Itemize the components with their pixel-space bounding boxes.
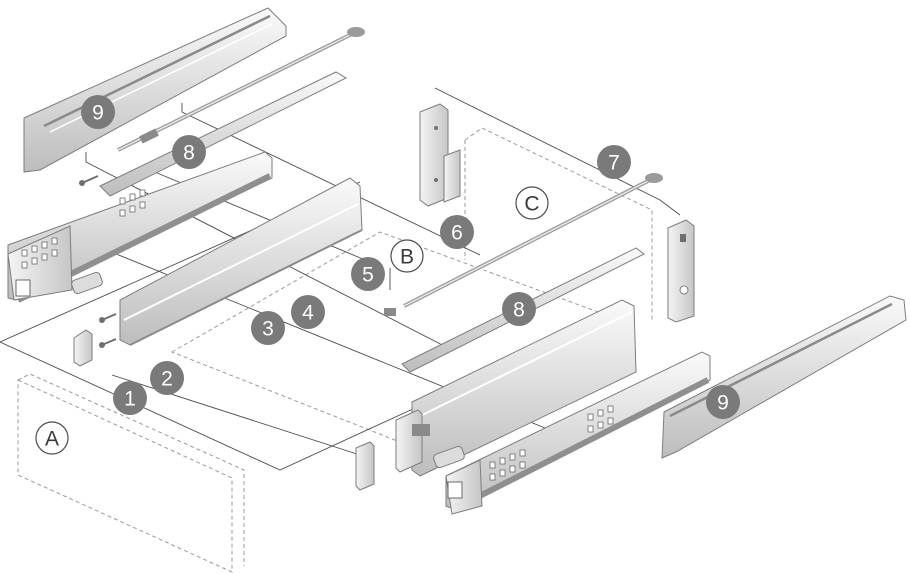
side-cover-left: [23, 7, 287, 173]
callout-8-right: 8: [502, 292, 536, 326]
gallery-rail-left: [99, 71, 348, 197]
screws-left: [79, 175, 117, 348]
callout-6-label: 6: [451, 222, 463, 245]
callout-8-right-label: 8: [513, 299, 525, 322]
clip-right: [433, 445, 465, 469]
callout-9-top: 9: [81, 95, 115, 129]
callout-8-top: 8: [172, 135, 206, 169]
runner-right-holes: [489, 405, 614, 481]
letter-c-label: C: [524, 193, 539, 216]
callout-5: 5: [351, 257, 385, 291]
drawer-side-left: [119, 177, 363, 346]
callout-7: 7: [597, 145, 631, 179]
callout-9-right-label: 9: [717, 392, 729, 415]
back-bracket-right: [667, 219, 695, 323]
front-bracket-right: [395, 409, 430, 473]
letter-callout-c: C: [515, 186, 549, 220]
callout-8-top-label: 8: [183, 142, 195, 165]
callout-4: 4: [291, 295, 325, 329]
callout-9-right: 9: [706, 385, 740, 419]
letter-callout-b: B: [390, 239, 424, 273]
callout-9-top-label: 9: [92, 102, 104, 125]
gallery-rod-right: [403, 173, 663, 308]
callout-3: 3: [251, 311, 285, 345]
runner-right: [445, 351, 711, 515]
runner-left: [7, 151, 273, 303]
letter-a-label: A: [45, 428, 59, 451]
callout-4-label: 4: [302, 302, 314, 325]
back-bracket-left: [419, 103, 461, 207]
callout-3-label: 3: [262, 318, 274, 341]
clip-part-5: [384, 308, 396, 316]
callout-5-label: 5: [362, 264, 374, 287]
small-latch-right: [355, 441, 375, 491]
letter-b-label: B: [400, 246, 414, 269]
callout-7-label: 7: [608, 152, 620, 175]
callout-1: 1: [113, 381, 147, 415]
runner-left-holes: [21, 189, 146, 269]
callout-1-label: 1: [124, 388, 136, 411]
callout-2: 2: [150, 361, 184, 395]
front-bracket-left: [73, 329, 93, 367]
clip-left: [71, 271, 103, 295]
callout-6: 6: [440, 215, 474, 249]
letter-callout-a: A: [35, 421, 69, 455]
front-panel-outline: [17, 373, 245, 573]
drawer-side-right: [411, 299, 637, 477]
callout-2-label: 2: [161, 368, 173, 391]
gallery-rod-top: [117, 27, 365, 152]
